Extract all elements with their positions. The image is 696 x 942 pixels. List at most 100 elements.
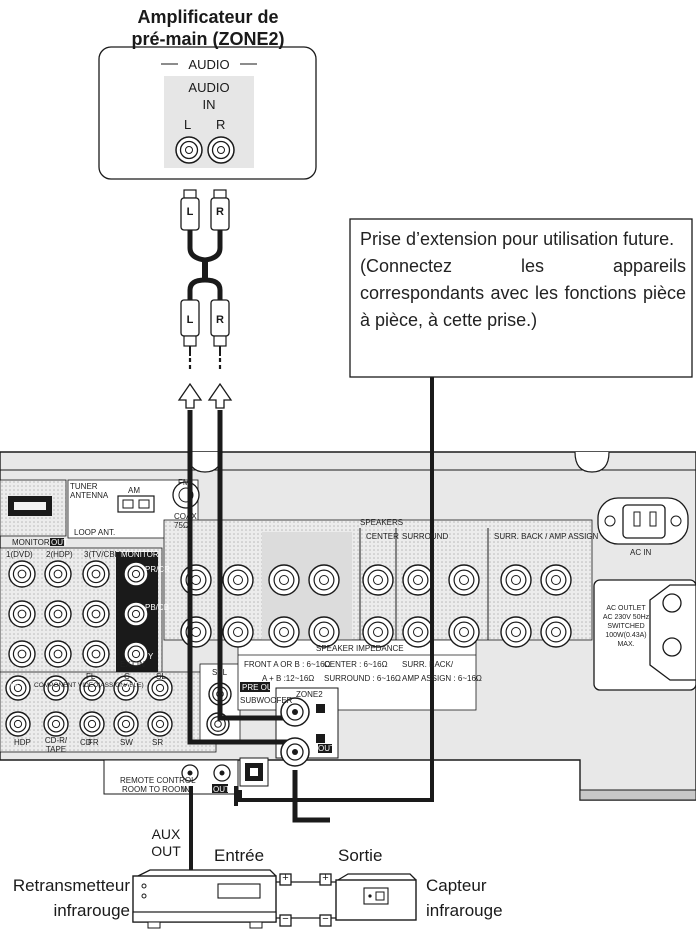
zone2-out-badge: OUT — [318, 744, 335, 753]
component-video-label: COMPONENT VIDEO(ASSIGNABLE) — [34, 682, 144, 689]
ac-outlet-line1: AC OUTLET — [606, 605, 646, 612]
audio-jack — [79, 675, 105, 701]
speaker-terminal — [362, 616, 394, 648]
monitor-jack — [123, 561, 149, 587]
speaker-terminal — [540, 564, 572, 596]
monitor-out-badge: OUT — [51, 538, 68, 547]
retransmetteur-line1: Retransmetteur — [12, 876, 130, 895]
amp-jack-right — [207, 136, 235, 164]
ac-outlet-label: AC OUTLET AC 230V 50Hz SWITCHED 100W(0.4… — [600, 604, 652, 649]
retrans-plus: + — [282, 872, 289, 884]
note-line1: Prise d’extension pour utilisation futur… — [360, 229, 675, 249]
audio-header: AUDIO — [188, 57, 230, 72]
speaker-terminal — [540, 616, 572, 648]
monitor-label: MONITOR — [121, 550, 159, 559]
receiver-jacks — [5, 560, 572, 737]
loop-ant-label: LOOP ANT. — [74, 528, 116, 537]
sbl-label: SBL — [212, 668, 228, 677]
tuner-antenna-label: TUNER ANTENNA — [70, 482, 109, 500]
capteur-line2: infrarouge — [426, 901, 503, 920]
audio-in-line2: IN — [202, 97, 216, 112]
surr-back-impedance-label: SURR. BACK/ — [402, 660, 454, 669]
speakers-label: SPEAKERS — [360, 518, 404, 527]
plug-top-left-label: L — [186, 206, 194, 218]
amp-right-label: R — [216, 117, 226, 132]
ir-retransmitter — [132, 869, 277, 929]
component-out-badge: OUT — [122, 681, 139, 690]
ir-link-wires — [276, 873, 336, 927]
sw-label: SW — [120, 738, 133, 747]
speaker-terminal — [222, 616, 254, 648]
aux-out-line2: OUT — [151, 843, 181, 859]
fm-label: FM — [178, 478, 190, 487]
speaker-terminal — [402, 564, 434, 596]
speaker-terminal — [308, 564, 340, 596]
input-jack — [82, 600, 110, 628]
aux-out-line1: AUX — [151, 826, 181, 842]
speaker-terminal — [500, 564, 532, 596]
speaker-terminal — [222, 564, 254, 596]
input-label-1: 1(DVD) — [6, 550, 33, 559]
retrans-minus: − — [282, 913, 289, 925]
audio-jack — [113, 675, 139, 701]
y-label: Y — [148, 652, 154, 661]
audio-jack — [43, 675, 69, 701]
pb-label: PB/CB — [145, 603, 170, 612]
pre-out-label: PRE OUT — [242, 683, 278, 692]
speaker-terminal — [268, 616, 300, 648]
amplifier-title-line2: pré-main (ZONE2) — [131, 29, 285, 49]
surround-impedance-label: SURROUND : 6~16Ω — [324, 674, 401, 683]
receiver-rear-panel — [0, 451, 696, 801]
remote-control-jacks — [181, 764, 231, 782]
ext-in-label: EXT.IN — [120, 660, 145, 669]
audio-jack — [79, 711, 105, 737]
speaker-terminal — [402, 616, 434, 648]
sr-label: SR — [152, 738, 164, 747]
front-ab-impedance-label: A + B :12~16Ω — [262, 674, 315, 683]
speaker-terminal — [362, 564, 394, 596]
audio-jack — [147, 675, 173, 701]
retransmetteur-line2: infrarouge — [53, 901, 130, 920]
zone2-connection-wires — [187, 410, 330, 823]
amp-left-label: L — [184, 117, 192, 132]
input-label-3: 3(TV/CBL) — [84, 550, 122, 559]
speaker-terminal — [500, 616, 532, 648]
entree-label: Entrée — [214, 846, 265, 865]
input-jack — [82, 640, 110, 668]
input-jack — [44, 640, 72, 668]
input-jack — [44, 560, 72, 588]
component-in-badge: IN — [10, 681, 18, 690]
input-jack — [82, 560, 110, 588]
zone2-amplifier — [98, 46, 317, 180]
remote-out-badge: OUT — [213, 785, 230, 794]
monitor-jack — [123, 641, 149, 667]
speaker-terminal — [180, 616, 212, 648]
amp-assign-impedance-label: AMP ASSIGN : 6~16Ω — [402, 674, 482, 683]
note-line2: (Connectez les appareils correspondants … — [360, 256, 686, 330]
speaker-impedance-label: SPEAKER IMPEDANCE — [316, 644, 404, 653]
cd-label: CD — [80, 738, 92, 747]
ac-in-label: AC IN — [630, 548, 652, 557]
ac-outlet-line2: AC 230V 50Hz — [602, 614, 650, 621]
speaker-terminal — [308, 616, 340, 648]
center-label: CENTER — [366, 532, 399, 541]
amp-jack-left — [175, 136, 203, 164]
input-jack — [8, 560, 36, 588]
plug-bottom-right-label: R — [216, 314, 224, 326]
rca-cable — [177, 189, 233, 409]
room-to-room-label: ROOM TO ROOM — [122, 785, 188, 794]
ac-outlet-line3: SWITCHED — [607, 623, 645, 630]
cdr-tape-label: CD-R/ TAPE — [44, 736, 68, 754]
am-label: AM — [128, 486, 140, 495]
fr-label: FR — [88, 738, 99, 747]
input-jack — [44, 600, 72, 628]
audio-in-line1: AUDIO — [188, 80, 230, 95]
monitor-jack — [123, 601, 149, 627]
sl-label: SL — [156, 672, 166, 681]
audio-jack — [43, 711, 69, 737]
ir-sensor — [335, 873, 417, 921]
sensor-minus: − — [322, 913, 329, 925]
audio-jack — [5, 711, 31, 737]
c-label: C — [124, 672, 130, 681]
